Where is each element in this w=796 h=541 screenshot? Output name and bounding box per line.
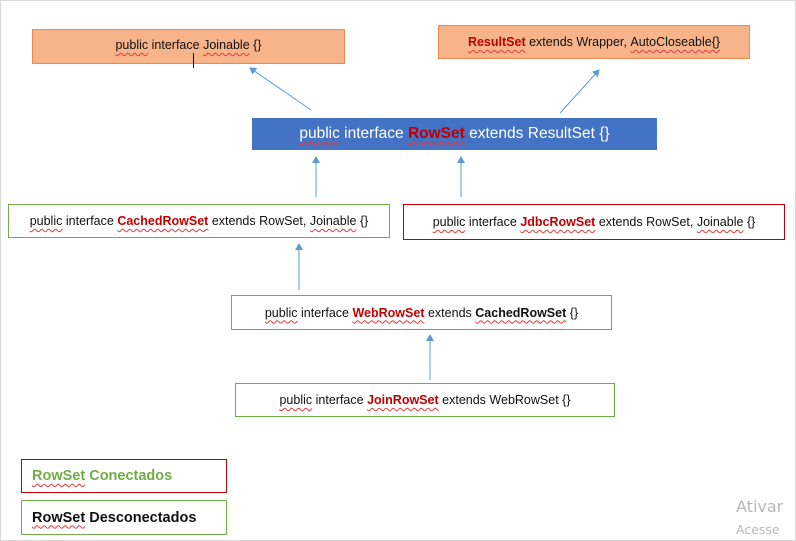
legend-connected-rowset: RowSet (32, 468, 86, 484)
keyword-public: public (279, 393, 313, 407)
type-rowset: RowSet, (259, 214, 307, 228)
keyword-extends: extends (211, 214, 256, 228)
braces: {} (599, 125, 610, 142)
keyword-public: public (264, 305, 298, 320)
keyword-extends: extends (598, 215, 643, 229)
type-cachedrowset: CachedRowSet (475, 305, 567, 320)
keyword-interface: interface (344, 125, 404, 142)
legend-connected-label: Conectados (89, 468, 173, 484)
type-joinrowset: JoinRowSet (367, 393, 439, 407)
type-joinable: Joinable (309, 214, 357, 228)
keyword-extends: extends (529, 35, 573, 49)
text-cursor (193, 53, 194, 68)
type-joinable: Joinable (203, 38, 250, 52)
keyword-public: public (115, 38, 149, 52)
type-joinable: Joinable (696, 215, 744, 229)
arrow-rowset-to-joinable (249, 67, 312, 111)
keyword-interface: interface (315, 393, 364, 407)
keyword-interface: interface (301, 305, 349, 320)
keyword-interface: interface (468, 215, 517, 229)
type-webrowset: WebRowSet (352, 305, 425, 320)
keyword-interface: interface (151, 38, 200, 52)
braces: {} (253, 38, 262, 52)
activation-watermark-line1: Ativar (736, 497, 784, 516)
type-resultset: ResultSet (527, 125, 595, 142)
type-rowset: RowSet, (646, 215, 694, 229)
type-cachedrowset: CachedRowSet (117, 214, 209, 228)
keyword-public: public (29, 214, 63, 228)
legend-disconnected-rowset: RowSet (32, 509, 86, 526)
keyword-interface: interface (65, 214, 114, 228)
keyword-extends: extends (469, 125, 524, 142)
braces: {} (569, 305, 579, 320)
keyword-public: public (432, 215, 466, 229)
braces: {} (562, 393, 571, 407)
legend-disconnected-label: Desconectados (89, 509, 197, 526)
type-jdbcrowset: JdbcRowSet (520, 215, 596, 229)
keyword-extends: extends (442, 393, 486, 407)
keyword-extends: extends (427, 305, 472, 320)
activation-watermark-line2: Acesse (736, 522, 780, 537)
arrow-rowset-to-resultset (559, 69, 600, 114)
keyword-public: public (299, 125, 340, 142)
type-autocloseable: AutoCloseable{} (630, 35, 721, 49)
type-rowset: RowSet (407, 125, 465, 142)
type-wrapper: Wrapper, (576, 35, 627, 49)
braces: {} (746, 215, 756, 229)
braces: {} (359, 214, 369, 228)
type-webrowset: WebRowSet (489, 393, 559, 407)
type-resultset: ResultSet (467, 35, 526, 49)
